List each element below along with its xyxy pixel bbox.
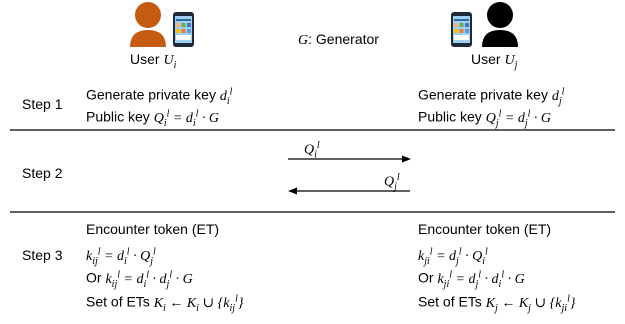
- step1-right-line2: Public key Qjl = djl · G: [418, 108, 552, 129]
- user-j-smartphone-icon: [451, 12, 472, 47]
- step-3-label: Step 3: [22, 247, 63, 263]
- user-i-smartphone-icon: [173, 12, 194, 47]
- step-2-label: Step 2: [22, 165, 63, 181]
- user-j-label: User Uj: [471, 51, 518, 71]
- arrow-right-label: Qil: [304, 140, 320, 161]
- step1-left-line1: Generate private key dil: [86, 86, 233, 107]
- arrow-left: [288, 187, 410, 195]
- step3-right-line2: kjil = djl · Qil: [418, 246, 488, 267]
- step3-left-line1: Encounter token (ET): [86, 221, 220, 237]
- step3-right-line1: Encounter token (ET): [418, 221, 552, 237]
- step3-right-line4: Set of ETs Kj ← Kj ∪ {kjil}: [418, 293, 576, 314]
- generator-label: G: Generator: [298, 31, 379, 48]
- step3-right-line3: Or kjil = djl · dil · G: [418, 269, 525, 290]
- user-j-person-icon: [482, 2, 518, 47]
- step3-left-line4: Set of ETs Ki ← Ki ∪ {kijl}: [86, 293, 244, 314]
- step3-left-line3: Or kijl = dil · djl · G: [86, 269, 193, 290]
- user-i-person-icon: [130, 2, 166, 47]
- step-1-label: Step 1: [22, 96, 63, 112]
- step1-left-line2: Public key Qil = dil · G: [86, 108, 220, 129]
- arrow-left-label: Qjl: [384, 172, 400, 193]
- step1-right-line1: Generate private key djl: [418, 86, 565, 107]
- step3-left-line2: kijl = dil · Qjl: [86, 246, 156, 267]
- user-i-label: User Ui: [130, 51, 177, 71]
- arrow-right: [288, 155, 411, 163]
